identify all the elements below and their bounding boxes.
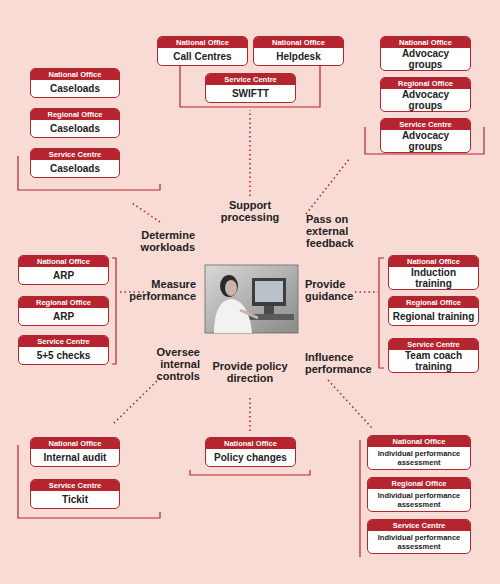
activity-text: SWIFTT — [206, 85, 295, 102]
office-tab: National Office — [389, 256, 478, 267]
function-label: Influence performance — [305, 351, 381, 375]
office-box: National OfficeHelpdesk — [253, 36, 344, 66]
activity-text: 5+5 checks — [19, 347, 108, 364]
function-label: Oversee internal controls — [120, 346, 200, 382]
office-box: Service Centre5+5 checks — [18, 335, 109, 365]
office-tab: National Office — [31, 438, 119, 449]
activity-text: Internal audit — [31, 449, 119, 466]
activity-text: Call Centres — [158, 48, 247, 65]
activity-text: Regional training — [389, 308, 478, 325]
office-tab: Regional Office — [389, 297, 478, 308]
office-box: National OfficeAdvocacy groups — [380, 36, 471, 71]
office-box: National OfficeIndividual performance as… — [367, 435, 471, 470]
activity-text: Advocacy groups — [381, 89, 470, 111]
function-label: Measure performance — [112, 278, 196, 302]
activity-text: Policy changes — [206, 449, 295, 466]
office-box: Regional OfficeRegional training — [388, 296, 479, 326]
photo-illustration — [205, 265, 298, 333]
office-tab: Service Centre — [389, 339, 478, 350]
office-box: Regional OfficeCaseloads — [30, 108, 120, 138]
function-label: Determine workloads — [120, 229, 195, 253]
activity-text: Individual performance assessment — [368, 531, 470, 553]
office-tab: National Office — [158, 37, 247, 48]
office-tab: National Office — [368, 436, 470, 447]
activity-text: Individual performance assessment — [368, 447, 470, 469]
function-label: Pass on external feedback — [306, 213, 362, 249]
activity-text: ARP — [19, 308, 108, 325]
office-tab: Regional Office — [368, 478, 470, 489]
office-box: Service CentreIndividual performance ass… — [367, 519, 471, 554]
activity-text: Induction training — [389, 267, 478, 289]
activity-text: Individual performance assessment — [368, 489, 470, 511]
office-tab: Regional Office — [19, 297, 108, 308]
office-tab: Service Centre — [31, 480, 119, 491]
activity-text: Caseloads — [31, 80, 119, 97]
office-box: National OfficeCall Centres — [157, 36, 248, 66]
office-tab: National Office — [254, 37, 343, 48]
activity-text: Advocacy groups — [381, 130, 470, 152]
office-tab: Service Centre — [368, 520, 470, 531]
office-tab: Service Centre — [206, 74, 295, 85]
office-box: National OfficeCaseloads — [30, 68, 120, 98]
office-box: Regional OfficeAdvocacy groups — [380, 77, 471, 112]
office-box: Regional OfficeIndividual performance as… — [367, 477, 471, 512]
function-label: Provide policy direction — [212, 360, 288, 384]
office-box: National OfficeARP — [18, 255, 109, 285]
office-tab: Service Centre — [19, 336, 108, 347]
office-tab: Service Centre — [381, 119, 470, 130]
activity-text: Tickit — [31, 491, 119, 508]
office-tab: National Office — [206, 438, 295, 449]
function-label: Provide guidance — [305, 278, 365, 302]
activity-text: Advocacy groups — [381, 48, 470, 70]
activity-text: Helpdesk — [254, 48, 343, 65]
group-brackets — [18, 62, 484, 557]
office-box: National OfficePolicy changes — [205, 437, 296, 467]
office-tab: National Office — [381, 37, 470, 48]
activity-text: ARP — [19, 267, 108, 284]
function-label: Support processing — [215, 199, 285, 223]
office-tab: Service Centre — [31, 149, 119, 160]
office-box: National OfficeInduction training — [388, 255, 479, 290]
leader-lines — [112, 110, 378, 432]
office-box: Service CentreTeam coach training — [388, 338, 479, 373]
office-tab: Regional Office — [381, 78, 470, 89]
office-box: Service CentreAdvocacy groups — [380, 118, 471, 153]
office-tab: National Office — [19, 256, 108, 267]
office-box: National OfficeInternal audit — [30, 437, 120, 467]
activity-text: Team coach training — [389, 350, 478, 372]
activity-text: Caseloads — [31, 160, 119, 177]
office-box: Regional OfficeARP — [18, 296, 109, 326]
office-tab: National Office — [31, 69, 119, 80]
office-box: Service CentreCaseloads — [30, 148, 120, 178]
office-tab: Regional Office — [31, 109, 119, 120]
office-box: Service CentreTickit — [30, 479, 120, 509]
office-box: Service CentreSWIFTT — [205, 73, 296, 103]
activity-text: Caseloads — [31, 120, 119, 137]
